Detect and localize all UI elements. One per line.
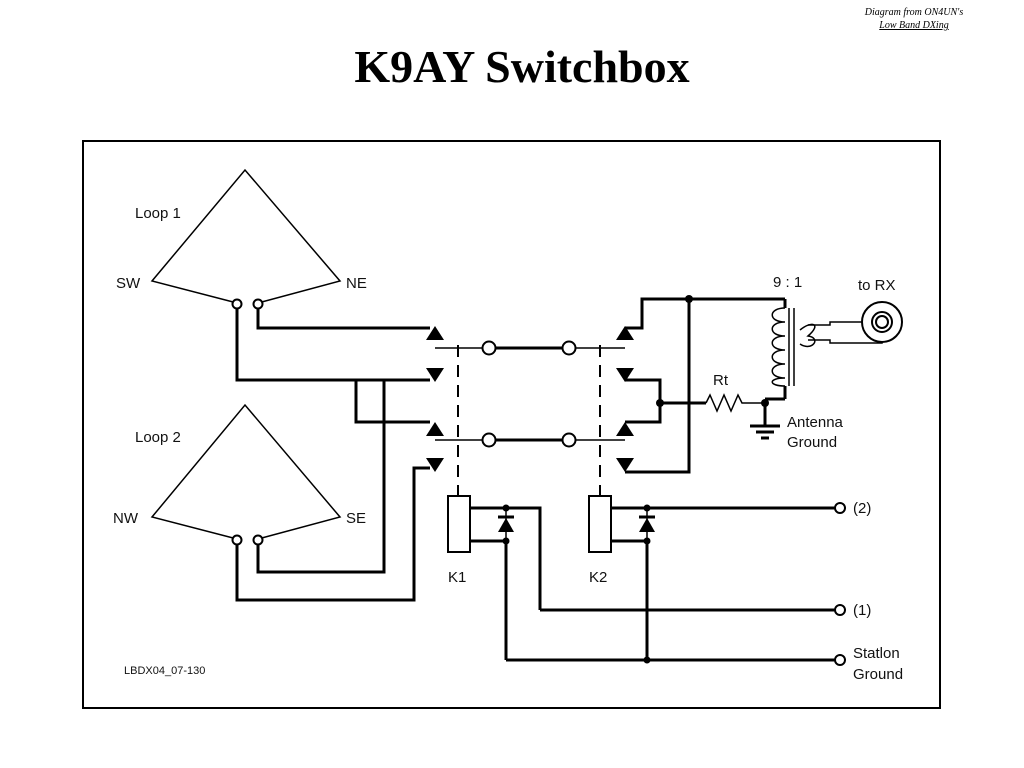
k2-relay bbox=[588, 495, 835, 660]
terminal-1-label: (1) bbox=[853, 602, 871, 619]
loop-2-label: Loop 2 bbox=[135, 429, 181, 446]
k1-label: K1 bbox=[448, 569, 466, 586]
sw-label: SW bbox=[116, 275, 141, 292]
loop-1-antenna bbox=[150, 168, 342, 310]
ne-label: NE bbox=[346, 275, 367, 292]
link-lines bbox=[481, 340, 577, 448]
ratio-label: 9 : 1 bbox=[773, 274, 802, 291]
output-wiring bbox=[625, 295, 785, 474]
rt-label: Rt bbox=[713, 372, 729, 389]
diagram-frame bbox=[82, 140, 941, 709]
k2-label: K2 bbox=[589, 569, 607, 586]
loop-1-label: Loop 1 bbox=[135, 205, 181, 222]
se-label: SE bbox=[346, 510, 366, 527]
antenna-ground-label-2: Ground bbox=[787, 434, 837, 451]
loop-wiring bbox=[235, 309, 430, 602]
station-ground-label-1: Statlon bbox=[853, 645, 900, 662]
loop-2-antenna bbox=[150, 403, 342, 546]
termination-resistor bbox=[705, 393, 769, 413]
nw-label: NW bbox=[113, 510, 139, 527]
antenna-ground-label-1: Antenna bbox=[787, 414, 844, 431]
credit-book-title: Low Band DXing bbox=[879, 20, 949, 31]
k2-contacts bbox=[576, 326, 634, 495]
slide-title: K9AY Switchbox bbox=[354, 41, 690, 92]
k1-relay bbox=[447, 495, 542, 660]
k1-contacts bbox=[426, 326, 488, 495]
to-rx-label: to RX bbox=[858, 277, 896, 294]
diagram-credit: Diagram from ON4UN's Low Band DXing bbox=[834, 6, 994, 32]
station-ground-label-2: Ground bbox=[853, 666, 903, 683]
terminal-2-label: (2) bbox=[853, 500, 871, 517]
transformer-9-1 bbox=[765, 299, 883, 401]
credit-line-1: Diagram from ON4UN's bbox=[864, 7, 964, 18]
antenna-ground-symbol bbox=[750, 403, 780, 440]
drawing-code: LBDX04_07-130 bbox=[124, 665, 205, 677]
control-lines bbox=[506, 502, 846, 666]
rx-connector bbox=[861, 301, 903, 343]
